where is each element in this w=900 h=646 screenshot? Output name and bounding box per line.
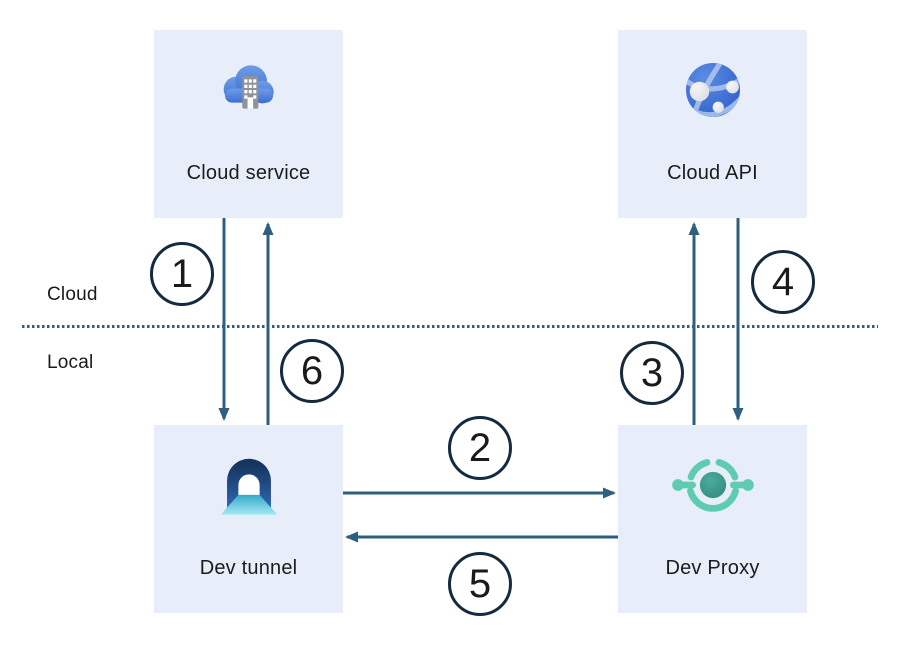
node-label-cloud-service: Cloud service bbox=[186, 162, 311, 184]
node-cloud-service: Cloud service bbox=[154, 30, 343, 218]
node-label-dev-tunnel: Dev tunnel bbox=[199, 557, 298, 579]
step-number: 5 bbox=[468, 561, 492, 606]
step-circle-2: 2 bbox=[448, 416, 512, 480]
node-cloud-api: Cloud API bbox=[618, 30, 807, 218]
step-number: 3 bbox=[640, 350, 664, 395]
node-label-dev-proxy: Dev Proxy bbox=[665, 557, 760, 579]
cloud-with-building-icon bbox=[217, 58, 281, 122]
step-circle-6: 6 bbox=[280, 339, 344, 403]
step-circle-3: 3 bbox=[620, 341, 684, 405]
step-circle-4: 4 bbox=[751, 250, 815, 314]
zone-label-cloud: Cloud bbox=[47, 284, 98, 305]
globe-network-icon bbox=[677, 54, 749, 126]
node-dev-tunnel: Dev tunnel bbox=[154, 425, 343, 613]
step-number: 6 bbox=[300, 348, 324, 393]
zone-label-local: Local bbox=[47, 352, 94, 373]
node-label-cloud-api: Cloud API bbox=[667, 162, 758, 184]
step-number: 1 bbox=[170, 251, 194, 296]
node-dev-proxy: Dev Proxy bbox=[618, 425, 807, 613]
step-number: 4 bbox=[771, 259, 795, 304]
step-number: 2 bbox=[468, 425, 492, 470]
cloud-local-divider bbox=[22, 325, 878, 328]
step-circle-1: 1 bbox=[150, 242, 214, 306]
step-circle-5: 5 bbox=[448, 552, 512, 616]
tunnel-icon bbox=[215, 451, 283, 519]
proxy-ring-icon bbox=[666, 450, 760, 520]
